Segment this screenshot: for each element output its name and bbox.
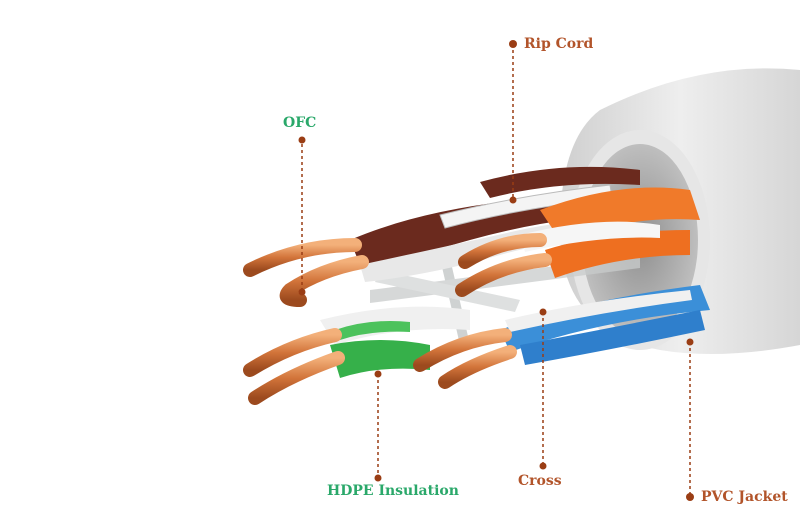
leader-lines — [301, 50, 691, 496]
pvc-jacket-label: PVC Jacket — [701, 489, 788, 505]
pvc-jacket-callout: PVC Jacket — [686, 489, 788, 505]
green-pair — [320, 306, 470, 378]
pvc-jacket-dot — [686, 493, 694, 501]
leader-points — [298, 136, 694, 482]
cross-label: Cross — [518, 473, 562, 489]
copper-conductors — [243, 233, 552, 405]
orange-pair — [520, 187, 700, 278]
hdpe-insulation-label: HDPE Insulation — [327, 483, 459, 499]
rip-cord-callout: Rip Cord — [509, 36, 593, 52]
rip-cord-label: Rip Cord — [524, 36, 594, 52]
ofc-label: OFC — [283, 115, 317, 131]
blue-pair — [500, 285, 710, 365]
rip-cord-dot — [509, 40, 517, 48]
